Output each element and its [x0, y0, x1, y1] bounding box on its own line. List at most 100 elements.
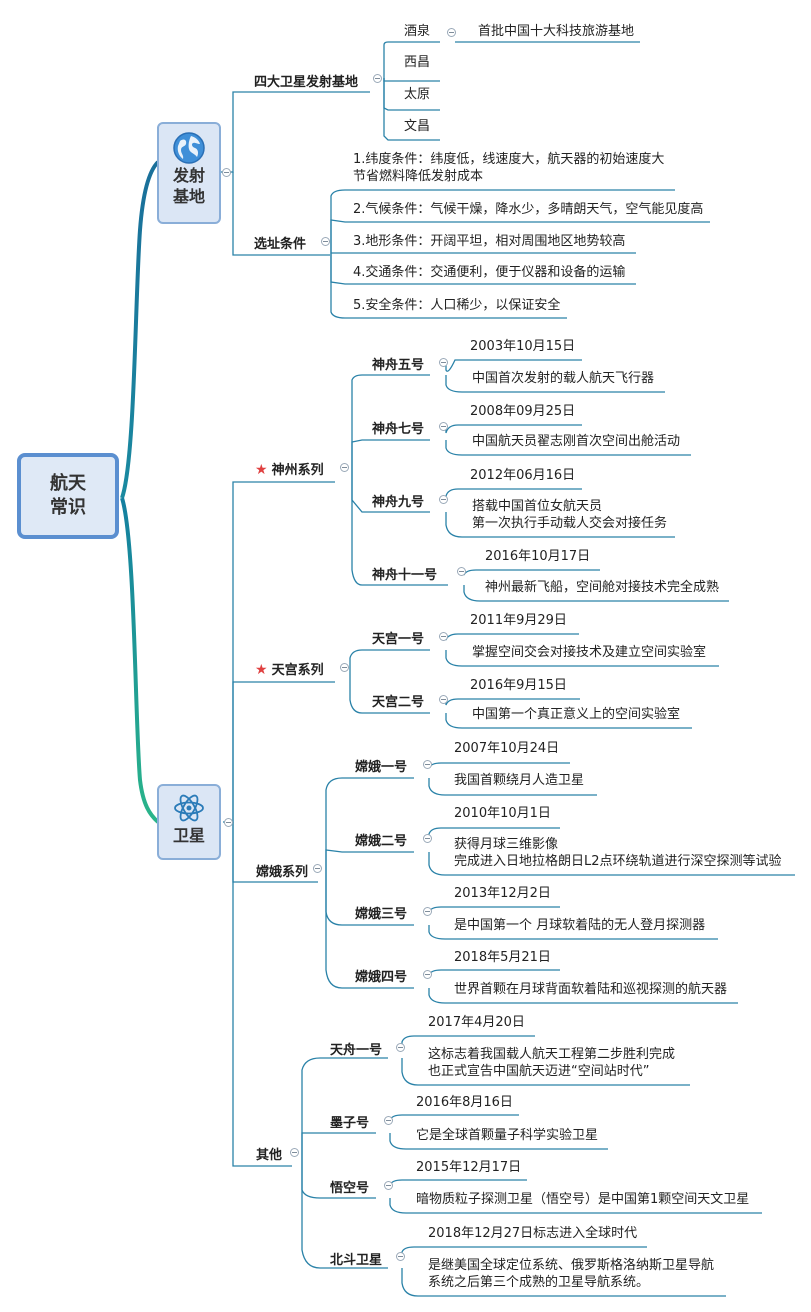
collapse-toggle[interactable]: [447, 28, 456, 37]
item-shenzhou-9[interactable]: 神舟九号: [372, 495, 425, 510]
item-date[interactable]: 2016年10月17日: [485, 549, 591, 564]
globe-icon: [173, 132, 205, 164]
root-title-line1: 航天: [50, 473, 86, 494]
root-topic[interactable]: 航天 常识: [17, 453, 119, 539]
item-date[interactable]: 2011年9月29日: [470, 613, 567, 628]
item-change-1[interactable]: 嫦娥一号: [355, 760, 408, 775]
collapse-toggle[interactable]: [384, 1181, 393, 1190]
item-desc[interactable]: 搭载中国首位女航天员: [472, 499, 603, 514]
item-desc[interactable]: 神州最新飞船，空间舱对接技术完全成熟: [485, 580, 720, 595]
topic-launch-base[interactable]: 发射 基地: [157, 122, 221, 224]
collapse-toggle[interactable]: [423, 970, 432, 979]
item-desc[interactable]: 完成进入日地拉格朗日L2点环绕轨道进行深空探测等试验: [454, 854, 782, 869]
item-date[interactable]: 2003年10月15日: [470, 339, 576, 354]
collapse-toggle[interactable]: [373, 74, 382, 83]
item-desc[interactable]: 系统之后第三个成熟的卫星导航系统。: [428, 1275, 650, 1290]
item-change-3[interactable]: 嫦娥三号: [355, 907, 408, 922]
condition-safety[interactable]: 5.安全条件：人口稀少，以保证安全: [353, 298, 561, 313]
condition-transport[interactable]: 4.交通条件：交通便利，便于仪器和设备的运输: [353, 265, 626, 280]
item-desc[interactable]: 是中国第一个 月球软着陆的无人登月探测器: [454, 918, 706, 933]
item-tiangong-2[interactable]: 天宫二号: [372, 695, 425, 710]
item-desc[interactable]: 它是全球首颗量子科学实验卫星: [416, 1128, 599, 1143]
item-desc[interactable]: 这标志着我国载人航天工程第二步胜利完成: [428, 1047, 676, 1062]
branch-shenzhou-label: 神州系列: [271, 463, 324, 478]
collapse-toggle[interactable]: [396, 1043, 405, 1052]
item-shenzhou-11[interactable]: 神舟十一号: [372, 568, 438, 583]
item-tianzhou-1[interactable]: 天舟一号: [330, 1043, 383, 1058]
atom-icon: [174, 794, 204, 822]
collapse-toggle[interactable]: [222, 168, 231, 177]
branch-other[interactable]: 其他: [256, 1148, 283, 1163]
collapse-toggle[interactable]: [340, 463, 349, 472]
item-date[interactable]: 2016年8月16日: [416, 1095, 513, 1110]
base-taiyuan[interactable]: 太原: [404, 87, 431, 102]
collapse-toggle[interactable]: [313, 864, 322, 873]
item-desc[interactable]: 掌握空间交会对接技术及建立空间实验室: [472, 645, 707, 660]
base-xichang[interactable]: 西昌: [404, 55, 431, 70]
base-jiuquan[interactable]: 酒泉: [404, 24, 431, 39]
collapse-toggle[interactable]: [423, 760, 432, 769]
collapse-toggle[interactable]: [439, 495, 448, 504]
item-beidou[interactable]: 北斗卫星: [330, 1253, 383, 1268]
topic-launch-title2: 基地: [172, 187, 205, 206]
topic-satellite-title: 卫星: [172, 826, 205, 845]
condition-latitude[interactable]: 1.纬度条件：纬度低，线速度大，航天器的初始速度大: [353, 152, 665, 167]
base-jiuquan-note[interactable]: 首批中国十大科技旅游基地: [478, 24, 635, 39]
collapse-toggle[interactable]: [439, 695, 448, 704]
branch-change[interactable]: 嫦娥系列: [256, 865, 309, 880]
condition-terrain[interactable]: 3.地形条件：开阔平坦，相对周围地区地势较高: [353, 234, 626, 249]
branch-tiangong-label: 天宫系列: [271, 663, 324, 678]
item-date[interactable]: 2018年12月27日标志进入全球时代: [428, 1226, 638, 1241]
item-wukong[interactable]: 悟空号: [330, 1181, 370, 1196]
item-date[interactable]: 2015年12月17日: [416, 1160, 522, 1175]
collapse-toggle[interactable]: [423, 834, 432, 843]
item-date[interactable]: 2012年06月16日: [470, 468, 576, 483]
collapse-toggle[interactable]: [340, 663, 349, 672]
root-title-line2: 常识: [50, 497, 86, 518]
condition-climate[interactable]: 2.气候条件：气候干燥，降水少，多晴朗天气，空气能见度高: [353, 202, 704, 217]
item-desc[interactable]: 第一次执行手动载人交会对接任务: [472, 516, 668, 531]
collapse-toggle[interactable]: [439, 422, 448, 431]
item-date[interactable]: 2008年09月25日: [470, 404, 576, 419]
item-date[interactable]: 2013年12月2日: [454, 886, 551, 901]
item-date[interactable]: 2018年5月21日: [454, 950, 551, 965]
item-date[interactable]: 2017年4月20日: [428, 1015, 525, 1030]
item-shenzhou-5[interactable]: 神舟五号: [372, 358, 425, 373]
collapse-toggle[interactable]: [224, 818, 233, 827]
item-change-2[interactable]: 嫦娥二号: [355, 834, 408, 849]
item-desc[interactable]: 中国第一个真正意义上的空间实验室: [472, 707, 681, 722]
item-desc[interactable]: 中国航天员翟志刚首次空间出舱活动: [472, 434, 681, 449]
collapse-toggle[interactable]: [290, 1148, 299, 1157]
collapse-toggle[interactable]: [321, 237, 330, 246]
branch-site-conditions[interactable]: 选址条件: [254, 237, 307, 252]
star-icon: ★: [255, 462, 268, 478]
collapse-toggle[interactable]: [457, 567, 466, 576]
item-desc[interactable]: 中国首次发射的载人航天飞行器: [472, 371, 655, 386]
base-wenchang[interactable]: 文昌: [404, 119, 431, 134]
item-desc[interactable]: 获得月球三维影像: [454, 837, 559, 852]
item-shenzhou-7[interactable]: 神舟七号: [372, 422, 425, 437]
branch-four-bases[interactable]: 四大卫星发射基地: [254, 75, 359, 90]
collapse-toggle[interactable]: [384, 1116, 393, 1125]
topic-launch-title1: 发射: [172, 166, 205, 185]
item-desc[interactable]: 世界首颗在月球背面软着陆和巡视探测的航天器: [454, 982, 728, 997]
collapse-toggle[interactable]: [439, 358, 448, 367]
item-desc[interactable]: 我国首颗绕月人造卫星: [454, 773, 585, 788]
branch-shenzhou[interactable]: ★神州系列: [255, 459, 324, 478]
item-change-4[interactable]: 嫦娥四号: [355, 970, 408, 985]
item-date[interactable]: 2010年10月1日: [454, 806, 551, 821]
item-desc[interactable]: 是继美国全球定位系统、俄罗斯格洛纳斯卫星导航: [428, 1258, 715, 1273]
item-date[interactable]: 2016年9月15日: [470, 678, 567, 693]
item-mozi[interactable]: 墨子号: [330, 1116, 370, 1131]
collapse-toggle[interactable]: [423, 907, 432, 916]
collapse-toggle[interactable]: [439, 632, 448, 641]
collapse-toggle[interactable]: [396, 1252, 405, 1261]
condition-latitude-cont[interactable]: 节省燃料降低发射成本: [353, 169, 484, 184]
branch-tiangong[interactable]: ★天宫系列: [255, 659, 324, 678]
item-date[interactable]: 2007年10月24日: [454, 741, 560, 756]
star-icon: ★: [255, 662, 268, 678]
item-tiangong-1[interactable]: 天宫一号: [372, 632, 425, 647]
item-desc[interactable]: 暗物质粒子探测卫星（悟空号）是中国第1颗空间天文卫星: [416, 1192, 750, 1207]
topic-satellite[interactable]: 卫星: [157, 784, 221, 860]
item-desc[interactable]: 也正式宣告中国航天迈进“空间站时代”: [428, 1064, 650, 1079]
